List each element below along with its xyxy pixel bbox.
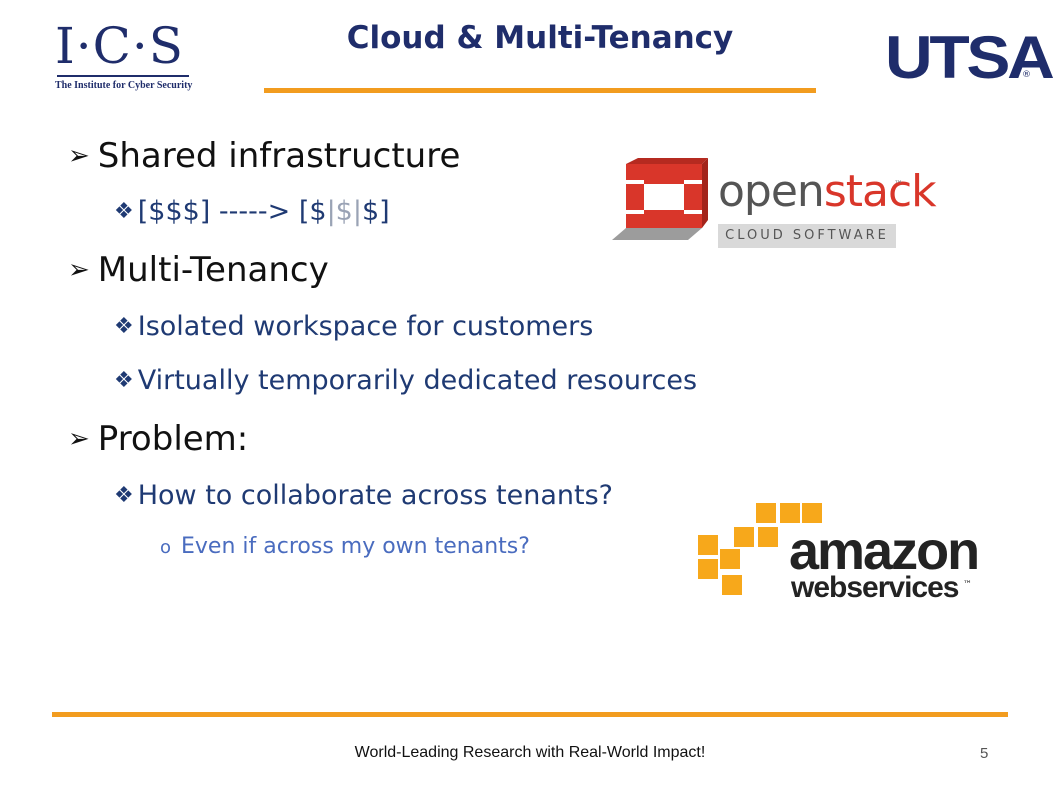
aws-cubes-icon [697,501,824,597]
footer-rule [52,712,1008,717]
bullet-problem: ➢Problem: [68,419,248,459]
diamond-bullet-icon: ❖ [114,199,134,224]
diamond-bullet-icon: ❖ [114,368,134,393]
footer-tagline: World-Leading Research with Real-World I… [354,744,706,761]
openstack-subtitle: CLOUD SOFTWARE [725,228,889,243]
openstack-trademark: ™ [894,180,903,190]
bullet-text: Isolated workspace for customers [137,311,594,342]
bullet-shared-infrastructure: ➢Shared infrastructure [68,136,460,176]
aws-trademark: ™ [963,580,972,590]
openstack-logo: openstack ™ CLOUD SOFTWARE [610,158,937,253]
ics-logo-subtitle: The Institute for Cyber Security [55,80,193,91]
bullet-text: Multi-Tenancy [97,250,329,290]
diamond-bullet-icon: ❖ [114,483,134,508]
page-number: 5 [980,745,989,762]
bullet-text: Virtually temporarily dedicated resource… [137,365,698,396]
ics-logo-letters: I·C·S [55,17,185,75]
bullet-text: How to collaborate across tenants? [137,480,613,511]
sub-sub-bullet-own-tenants: o Even if across my own tenants? [160,534,530,559]
bullet-multi-tenancy: ➢Multi-Tenancy [68,250,329,290]
openstack-open-text: open [718,166,825,217]
arrow-bullet-icon: ➢ [68,255,90,285]
slide-title: Cloud & Multi-Tenancy [346,20,734,56]
bullet-text: Problem: [97,419,249,459]
sub-bullet-cost: ❖[$$$] -----> [$|$|$] [114,196,390,227]
cost-text-prefix: [$$$] -----> [$ [137,196,327,227]
arrow-bullet-icon: ➢ [68,141,90,171]
diamond-bullet-icon: ❖ [114,314,134,339]
openstack-stack-text: stack [823,166,937,217]
sub-bullet-collaborate: ❖How to collaborate across tenants? [114,480,613,511]
sub-bullet-isolated-workspace: ❖Isolated workspace for customers [114,311,593,342]
aws-amazon-text: amazon [789,521,980,581]
ics-logo-rule [57,75,189,77]
title-underline [264,88,816,93]
openstack-wordmark: openstack [718,166,937,217]
cost-text-separators: |$| [326,196,362,227]
aws-logo: amazon webservices ™ [697,500,987,610]
aws-webservices-text: webservices [791,571,959,604]
openstack-cube-icon [612,158,708,240]
bullet-text: Even if across my own tenants? [181,534,530,559]
utsa-logo: UTSA [885,24,1055,91]
utsa-registered-mark: ® [1022,70,1031,80]
circle-bullet-icon: o [160,537,172,558]
sub-bullet-dedicated-resources: ❖Virtually temporarily dedicated resourc… [114,365,697,396]
arrow-bullet-icon: ➢ [68,424,90,454]
openstack-subtitle-band [718,224,896,248]
cost-text-end: $] [361,196,390,227]
bullet-text: Shared infrastructure [97,136,461,176]
ics-logo: I·C·S The Institute for Cyber Security [55,18,195,98]
